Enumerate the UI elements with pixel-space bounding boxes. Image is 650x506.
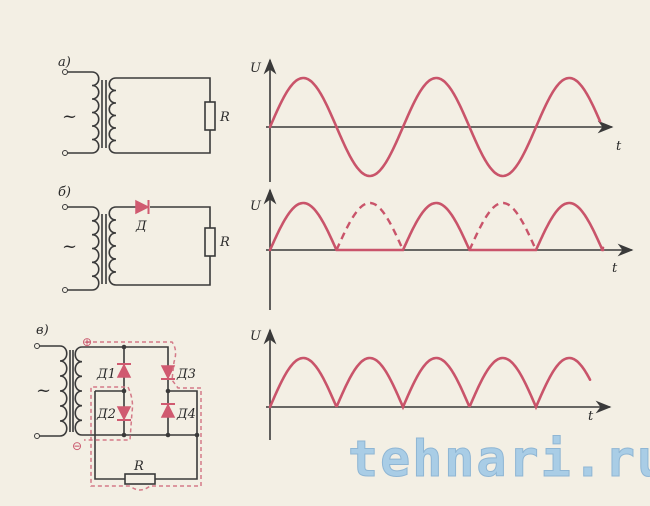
diode-d3-label: Д3 — [176, 367, 196, 382]
input-wires — [67, 206, 92, 291]
resistor — [204, 101, 216, 131]
resistor — [204, 227, 216, 257]
transformer-core — [69, 350, 74, 432]
minus-sign-icon: ⊖ — [72, 439, 82, 453]
resistor-label: R — [219, 235, 230, 250]
secondary-coil — [74, 346, 83, 436]
terminal-bottom — [62, 287, 68, 293]
primary-coil — [59, 345, 68, 437]
node — [121, 344, 127, 350]
diode-icon — [135, 199, 150, 215]
secondary-coil — [108, 206, 117, 286]
diode-d1-label: Д1 — [96, 367, 116, 382]
node — [165, 388, 171, 394]
secondary-coil — [108, 77, 117, 154]
resistor — [124, 473, 156, 485]
terminal-top — [62, 69, 68, 75]
transformer-core — [101, 214, 107, 284]
diode-d3-icon — [160, 365, 176, 380]
sine-wave — [268, 76, 602, 178]
load-wires — [116, 206, 211, 286]
load-wires — [116, 77, 211, 154]
diode-d2-icon — [116, 406, 132, 421]
y-axis-label: U — [250, 329, 262, 344]
diode-label: Д — [135, 219, 147, 234]
panel-b-label: б) — [58, 185, 71, 200]
graph-a: U t — [250, 58, 622, 182]
terminal-top — [34, 343, 40, 349]
node — [121, 388, 127, 394]
panel-c-label: в) — [36, 323, 49, 338]
x-axis-label: t — [616, 139, 622, 154]
ac-source-symbol: ~ — [36, 380, 51, 401]
node — [165, 432, 171, 438]
suppressed-negative-half-dashed — [337, 203, 603, 250]
input-wires — [39, 345, 60, 437]
primary-coil — [91, 206, 100, 291]
current-path-dashed — [84, 341, 202, 491]
terminal-bottom — [34, 433, 40, 439]
diode-d4-label: Д4 — [176, 407, 196, 422]
ac-source-symbol: ~ — [62, 106, 77, 127]
plus-sign-icon: ⊕ — [82, 335, 92, 349]
resistor-label: R — [219, 110, 230, 125]
resistor-label: R — [133, 459, 144, 474]
transformer-core — [101, 80, 107, 148]
watermark-logo: tehnari.ru — [348, 430, 650, 488]
terminal-top — [62, 204, 68, 210]
y-axis-label: U — [250, 199, 262, 214]
y-axis-label: U — [250, 61, 262, 76]
node — [121, 432, 127, 438]
x-axis-label: t — [612, 261, 618, 276]
full-wave-signal — [268, 356, 592, 411]
circuit-b: б) ~ Д R — [58, 185, 230, 293]
half-wave-signal — [268, 201, 605, 252]
circuit-a: а) ~ R — [58, 55, 230, 156]
node — [194, 432, 200, 438]
diode-d4-icon — [160, 403, 176, 418]
diode-d2-label: Д2 — [96, 407, 116, 422]
terminal-bottom — [62, 150, 68, 156]
input-wires — [67, 71, 92, 154]
panel-a-label: а) — [58, 55, 71, 70]
ac-source-symbol: ~ — [62, 236, 77, 257]
x-axis-label: t — [588, 409, 594, 424]
primary-coil — [91, 71, 100, 154]
diode-d1-icon — [116, 363, 132, 378]
circuit-c: в) ~ R Д1 Д2 Д3 Д4 — [34, 323, 202, 491]
graph-c: U t — [250, 328, 612, 440]
graph-b: U t — [250, 188, 634, 310]
